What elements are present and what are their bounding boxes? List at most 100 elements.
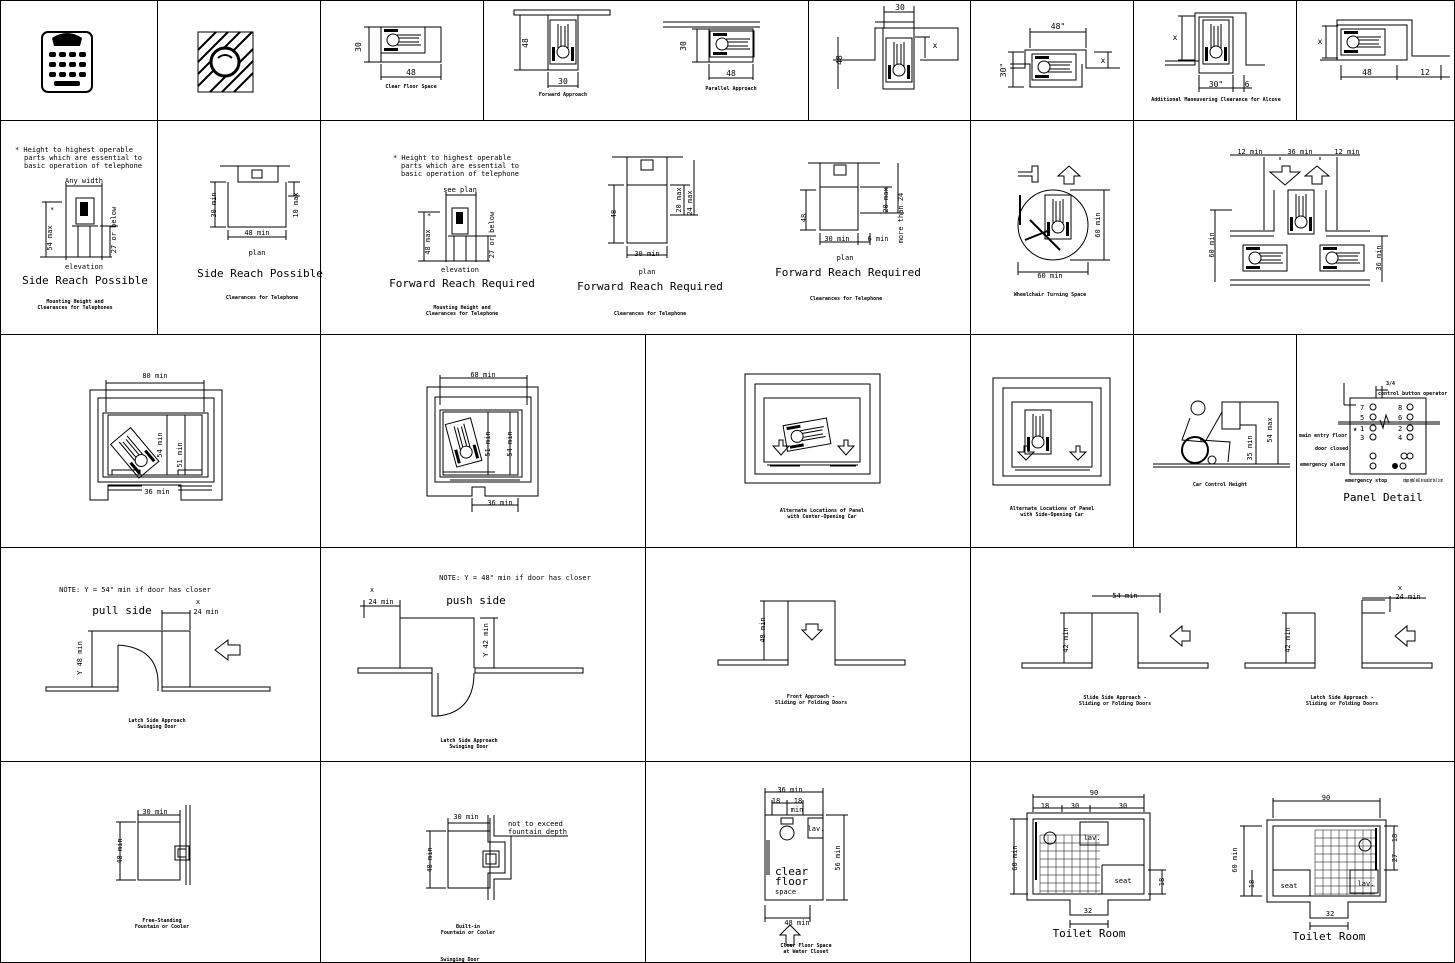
button-label: 4 <box>1398 434 1402 442</box>
view-label: plan <box>249 249 266 257</box>
wheelchair-user-icon <box>1319 244 1365 272</box>
dim: 48 min <box>116 838 124 863</box>
note-line: * Height to highest operable <box>393 154 511 162</box>
dim-x: x <box>370 586 374 594</box>
dim: 54 max <box>1266 417 1274 442</box>
dim-max: 48 max <box>424 229 432 254</box>
slide-side-approach-sliding-door: 54 min 42 min Slide Side Approach - Slid… <box>1021 592 1209 707</box>
wheelchair-user-icon <box>549 19 577 65</box>
telephone-keypad-icon <box>41 31 93 93</box>
button-label: 1 <box>1360 425 1364 433</box>
dim-x: x <box>1101 56 1106 65</box>
panel-label: main entry floor <box>1299 433 1347 439</box>
caption: Sliding or Folding Doors <box>1079 701 1151 707</box>
dim: 60 min <box>1094 212 1102 237</box>
button-label: 5 <box>1360 414 1364 422</box>
dim: 48 <box>800 214 808 222</box>
dim-below: 27 or below <box>488 211 496 258</box>
toilet-room-detail-2: 90 60 min 18 seat lav. 18 27 32 Toilet R… <box>1231 794 1399 943</box>
caption: Free-Standing <box>142 918 181 924</box>
caption: at Water Closet <box>783 949 828 955</box>
dim-length: 48 <box>726 69 736 78</box>
panel-label: control button operator <box>1378 391 1447 397</box>
dim: 18 <box>794 797 802 805</box>
alcove-forward-detail: 30 48 x <box>833 3 959 90</box>
caption: Clearances for Telephone <box>226 295 298 301</box>
caption: Latch Side Approach <box>440 738 497 744</box>
dim: 51 min <box>176 442 184 467</box>
dim: 60 min <box>1208 232 1216 257</box>
dim-extra: 12 <box>1420 68 1430 77</box>
dim: 54 min <box>1112 592 1137 600</box>
forward-approach-detail: 48 30 Forward Approach <box>513 9 611 98</box>
dim: 60 min <box>1037 272 1062 280</box>
dim: 60 min <box>1011 845 1019 870</box>
dim: 30 min <box>210 192 218 217</box>
caption: Alternate Locations of Panel <box>780 508 864 514</box>
dim: 18 <box>1391 834 1399 842</box>
side-label: pull side <box>92 604 152 617</box>
dim: 12 min <box>1334 148 1359 156</box>
latch-side-pull-swinging-door: NOTE: Y = 54" min if door has closer pul… <box>45 586 271 730</box>
dim: 36 min <box>144 488 169 496</box>
note: NOTE: Y = 48" min if door has closer <box>439 574 591 582</box>
caption: Clearances for Telephones <box>37 305 112 311</box>
wheelchair-user-icon <box>444 417 483 468</box>
caption: Clearances for Telephone <box>426 311 498 317</box>
dim: 35 min <box>1246 435 1254 460</box>
t-shaped-turning-space-detail: 12 min 36 min 12 min 60 min 36 min <box>1208 148 1388 286</box>
caption: Clear Floor Space <box>780 943 831 949</box>
wheelchair-user-icon <box>1202 19 1230 65</box>
detail-title: Toilet Room <box>1053 927 1126 940</box>
detail-title: Toilet Room <box>1293 930 1366 943</box>
side-label: push side <box>446 594 506 607</box>
telephone-handset-hatched-icon <box>197 31 254 93</box>
detail-title: Side Reach Possible <box>197 267 323 280</box>
detail-title: Forward Reach Required <box>389 277 535 290</box>
dim: 90 <box>1322 794 1330 802</box>
water-closet-clear-floor-detail: 36 min 18 18 min lav. clear floor space … <box>764 786 848 955</box>
dim-width: 30" <box>999 63 1008 77</box>
panel-label: emergency stop <box>1345 478 1387 484</box>
dim: more than 24 <box>897 193 905 244</box>
dim: Y 42 min <box>482 623 490 657</box>
wheelchair-user-icon <box>1242 244 1288 272</box>
lav-label: lav. <box>1084 834 1101 842</box>
caption: Fountain or Cooler <box>135 924 189 930</box>
dim: 30 min <box>824 235 849 243</box>
caption: Fountain or Cooler <box>441 930 495 936</box>
dim-width: 30 <box>558 77 568 86</box>
seat-label: seat <box>1281 882 1298 890</box>
dim: 3/4 <box>1386 381 1395 387</box>
dim: 12 min <box>1237 148 1262 156</box>
dim: 54 min <box>506 431 514 456</box>
dim-x: x <box>1173 33 1178 42</box>
dim: 24 min <box>368 598 393 606</box>
dim: 24 min <box>193 608 218 616</box>
toilet-room-detail-1: 90 18 30 30 lav. 60 min seat 18 32 Toile… <box>1010 789 1166 940</box>
note: not to exceed <box>508 820 563 828</box>
dim: 30 min <box>634 250 659 258</box>
wheelchair-user-icon <box>885 37 913 83</box>
dim-width: 30 <box>354 42 363 52</box>
caption: Forward Approach <box>539 92 587 98</box>
elevator-side-opening-detail: 68 min 51 min 54 min 36 min <box>426 371 539 512</box>
view-label: elevation <box>65 263 103 271</box>
clear-floor-label: clear <box>775 865 808 878</box>
dim: 27 <box>1391 854 1399 862</box>
dim: 36 min <box>1375 245 1383 270</box>
dim: 51 min <box>484 431 492 456</box>
dim-length: 48" <box>1051 22 1065 31</box>
star-icon: ★ <box>1353 425 1358 433</box>
dim: 36 min <box>487 499 512 507</box>
dim: 18 <box>772 797 780 805</box>
telephone-forward-reach-plan-2: 48 20 max more than 24 30 min 6 min plan… <box>775 162 921 302</box>
dim: 60 min <box>1231 847 1239 872</box>
panel-locations-center-opening: Alternate Locations of Panel with Center… <box>744 373 881 520</box>
view-label: elevation <box>441 266 479 274</box>
dim-width: 30" <box>1209 80 1223 89</box>
dim-extra: 6 <box>1245 80 1250 89</box>
dim: 48 min <box>759 617 767 642</box>
dim: 48 min <box>784 919 809 927</box>
